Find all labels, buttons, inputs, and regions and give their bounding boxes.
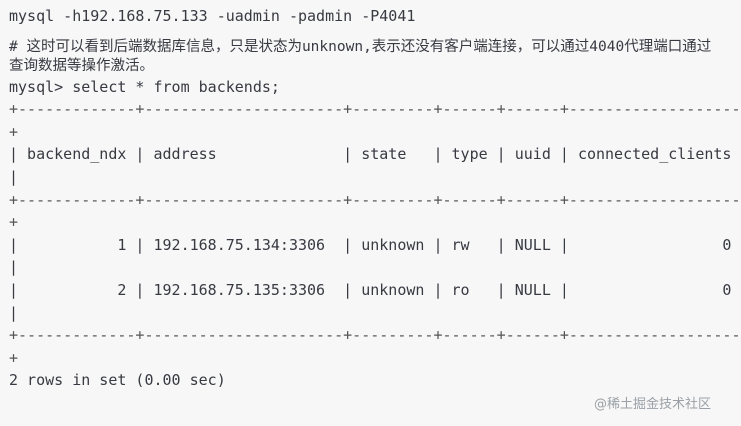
table-header-wrap: | [9, 167, 19, 186]
watermark: @稀土掘金技术社区 [593, 397, 711, 412]
table-header-row: | backend_ndx | address | state | type |… [9, 145, 732, 164]
table-row: | 2 | 192.168.75.135:3306 | unknown | ro… [9, 280, 732, 299]
comment-line-1: # 这时可以看到后端数据库信息，只是状态为unknown,表示还没有客户端连接，… [9, 38, 712, 55]
table-border-top-wrap: + [9, 122, 19, 141]
table-border-bottom: +-------------+----------------------+--… [9, 326, 741, 345]
result-summary: 2 rows in set (0.00 sec) [9, 371, 226, 390]
table-border-bottom-wrap: + [9, 348, 19, 367]
comment-line-2: 查询数据等操作激活。 [9, 57, 154, 74]
table-row: | 1 | 192.168.75.134:3306 | unknown | rw… [9, 235, 732, 254]
table-border-mid-wrap: + [9, 213, 19, 232]
sql-query: mysql> select * from backends; [9, 77, 280, 96]
table-row-wrap: | [9, 303, 19, 322]
terminal-output: mysql -h192.168.75.133 -uadmin -padmin -… [9, 7, 741, 390]
connect-command: mysql -h192.168.75.133 -uadmin -padmin -… [9, 7, 416, 25]
table-border-top: +-------------+----------------------+--… [9, 100, 741, 119]
table-border-mid: +-------------+----------------------+--… [9, 190, 741, 209]
table-row-wrap: | [9, 258, 19, 277]
